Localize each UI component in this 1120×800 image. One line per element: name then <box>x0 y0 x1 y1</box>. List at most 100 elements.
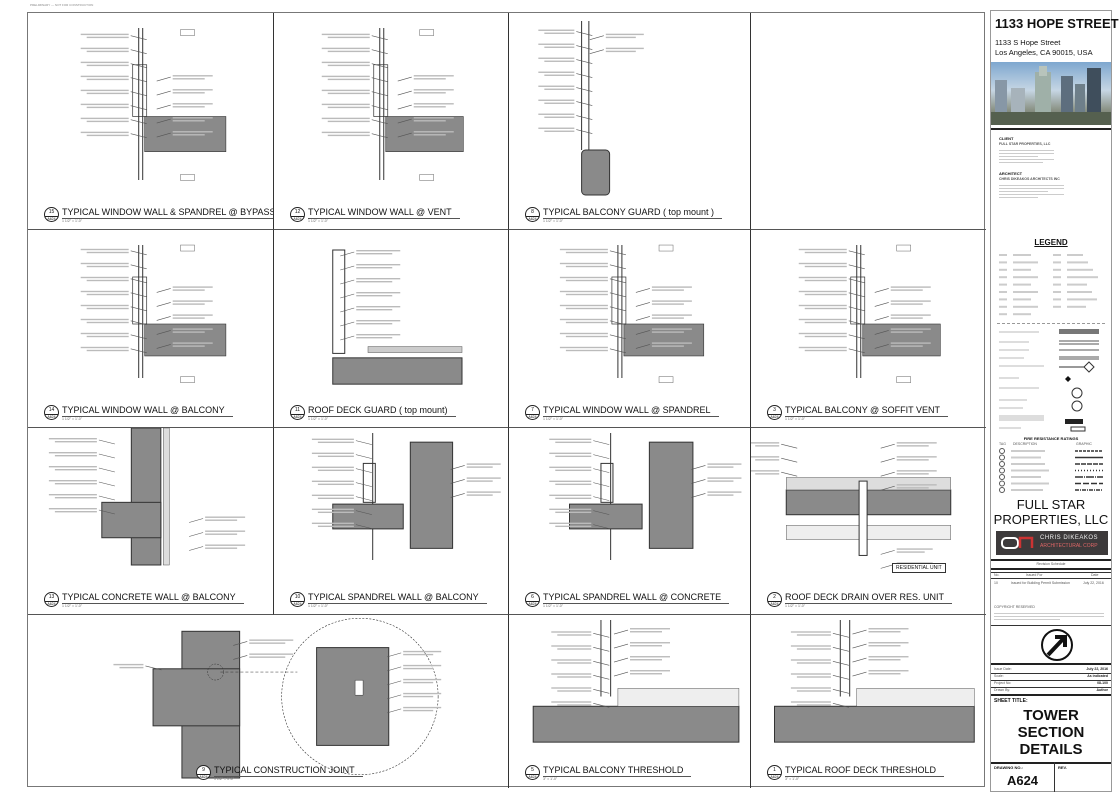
fire-col-description: DESCRIPTION <box>1013 442 1037 446</box>
detail-title: TYPICAL SPANDREL WALL @ BALCONY <box>308 592 487 604</box>
detail-scale: 1 1/2" = 1'-0" <box>62 219 82 223</box>
detail-drawing <box>321 28 464 181</box>
field-label: Issue Date: <box>994 667 1012 671</box>
address-line1: 1133 S Hope Street <box>995 38 1061 47</box>
detail-title: TYPICAL BALCONY @ SOFFIT VENT <box>785 405 949 417</box>
detail-sheet-ref: A624 <box>768 774 781 779</box>
detail-scale: 3" = 1'-0" <box>785 777 800 781</box>
copyright-text <box>994 611 1104 622</box>
address-line2: Los Angeles, CA 90015, USA <box>995 48 1093 57</box>
title-block: 1133 HOPE STREET 1133 S Hope Street Los … <box>990 10 1119 792</box>
detail-scale: 3" = 1'-0" <box>543 777 558 781</box>
detail-number: 11 <box>294 407 301 413</box>
detail-drawing <box>538 21 644 196</box>
detail-title: TYPICAL WINDOW WALL @ VENT <box>308 207 460 219</box>
detail-number: 2 <box>773 594 776 600</box>
detail-drawing <box>751 442 952 569</box>
client-label: CLIENT <box>999 136 1014 141</box>
detail-sheet-ref: A624 <box>291 216 304 221</box>
room-tag: RESIDENTIAL UNIT <box>892 563 946 573</box>
detail-sheet-ref: A624 <box>768 601 781 606</box>
revision-description: Issued for Building Permit Submission <box>1011 581 1070 585</box>
legend-title: LEGEND <box>1034 238 1068 247</box>
detail-title: ROOF DECK GUARD ( top mount) <box>308 405 456 417</box>
field-label: Project No: <box>994 681 1012 685</box>
detail-drawing <box>311 433 501 560</box>
detail-drawing <box>80 244 227 383</box>
client-contact-lines <box>999 148 1054 165</box>
detail-title: TYPICAL BALCONY GUARD ( top mount ) <box>543 207 723 219</box>
revision-col-date: Date <box>1091 573 1099 577</box>
project-photo <box>991 62 1111 125</box>
detail-number: 13 <box>48 594 55 600</box>
detail-number: 12 <box>294 209 301 215</box>
detail-drawing <box>559 244 705 383</box>
fire-col-tag: TAG <box>999 442 1006 446</box>
detail-number: 7 <box>531 407 534 413</box>
fire-ratings-title: FIRE RESISTANCE RATINGS <box>1023 436 1079 441</box>
legend-abbreviations <box>999 251 1105 319</box>
detail-title: TYPICAL ROOF DECK THRESHOLD <box>785 765 945 777</box>
detail-drawing <box>798 244 941 383</box>
detail-scale: 1 1/2" = 1'-0" <box>543 417 563 421</box>
fire-ratings-table <box>999 448 1105 494</box>
detail-scale: 1 1/2" = 1'-0" <box>785 604 805 608</box>
detail-number: 5 <box>531 767 534 773</box>
revision-col-issued-for: Issued For <box>1026 573 1043 577</box>
detail-sheet-ref: A624 <box>45 414 58 419</box>
detail-number: 10 <box>294 594 301 600</box>
drawing-number: A624 <box>1006 773 1039 788</box>
field-value: July 22, 2016 <box>1086 667 1108 671</box>
detail-number: 8 <box>531 209 534 215</box>
detail-scale: 1 1/2" = 1'-0" <box>214 777 234 781</box>
north-arrow-icon <box>1033 628 1073 671</box>
detail-sheet-ref: A624 <box>526 601 539 606</box>
empty-detail-cell <box>751 13 986 230</box>
detail-sheet-ref: A624 <box>45 601 58 606</box>
detail-drawing <box>332 249 463 385</box>
sheet-title-line1: TOWER <box>1023 707 1079 724</box>
architect-logo-line2: ARCHITECTURAL CORP <box>1040 543 1098 549</box>
detail-number: 14 <box>48 407 55 413</box>
field-value: 08-100 <box>1097 681 1108 685</box>
detail-title: TYPICAL WINDOW WALL & SPANDREL @ BYPASS <box>62 207 273 219</box>
detail-drawing <box>80 28 227 181</box>
detail-sheet-ref: A624 <box>197 774 210 779</box>
fire-col-graphic: GRAPHIC <box>1076 442 1092 446</box>
sheet-note: PRELIMINARY — NOT FOR CONSTRUCTION <box>30 3 94 7</box>
detail-scale: 1 1/2" = 1'-0" <box>308 417 328 421</box>
detail-sheet-ref: A624 <box>768 414 781 419</box>
legend-symbols <box>999 327 1105 433</box>
detail-title: TYPICAL CONSTRUCTION JOINT <box>214 765 363 777</box>
detail-title: TYPICAL CONCRETE WALL @ BALCONY <box>62 592 244 604</box>
architect-logo-line1: CHRIS DIKEAKOS <box>1040 535 1099 541</box>
detail-scale: 1 1/2" = 1'-0" <box>62 417 82 421</box>
detail-number: 6 <box>531 594 534 600</box>
detail-sheet-ref: A624 <box>291 414 304 419</box>
